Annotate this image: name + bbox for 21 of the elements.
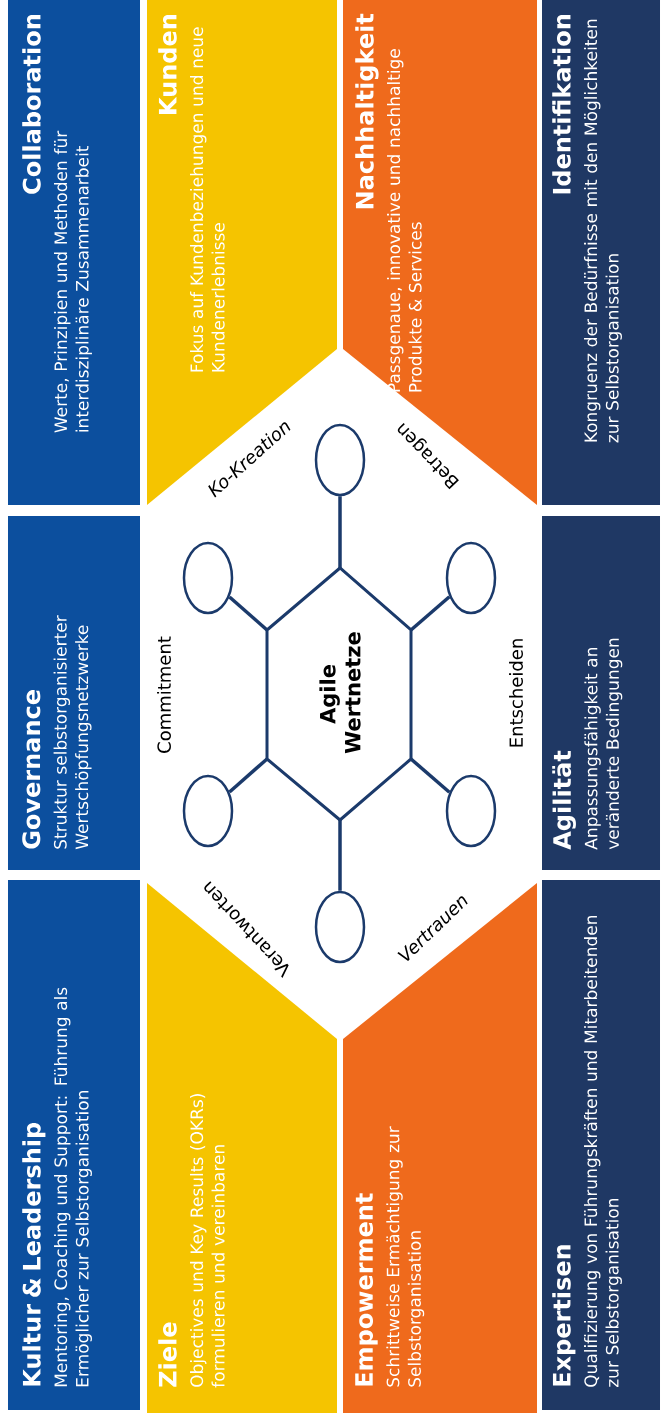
connector-line (228, 595, 269, 632)
text-panel: Identifikation Kongruenz der Bedürfnisse mit den Möglichkeiten zur Selbstorganisation (542, 0, 660, 505)
connector-line (409, 757, 451, 794)
connector-line (338, 820, 342, 891)
circle (314, 423, 366, 497)
text-panel: Expertisen Qualifizierung von Führungskräften und Mitarbeitenden zur Selbstorganisation (542, 880, 660, 1410)
word-label: Commitment (157, 636, 171, 753)
circle (182, 774, 234, 848)
text-panel: Governance Struktur selbstorganisierter Wertschöpfungsnetzwerke (8, 516, 140, 870)
word-label: Entscheiden (509, 639, 523, 747)
circle (445, 541, 497, 615)
text-panel: Kultur & Leadership Mentoring, Coaching und Support: Führung als Ermöglicher zur Selbstorganisation (8, 880, 140, 1410)
connector-line (338, 496, 342, 568)
text-panel: Collaboration Werte, Prinzipien und Methoden für interdisziplinäre Zusammenarbeit (8, 0, 140, 505)
connector-line (228, 757, 269, 794)
text-panel: Agilität Anpassungsfähigkeit an veränderte Bedingungen (542, 516, 660, 870)
circle (182, 541, 234, 615)
connector-line (409, 595, 451, 632)
hexagon: Agile Wertnetze (265, 566, 413, 822)
circle (445, 774, 497, 848)
circle (314, 890, 366, 964)
